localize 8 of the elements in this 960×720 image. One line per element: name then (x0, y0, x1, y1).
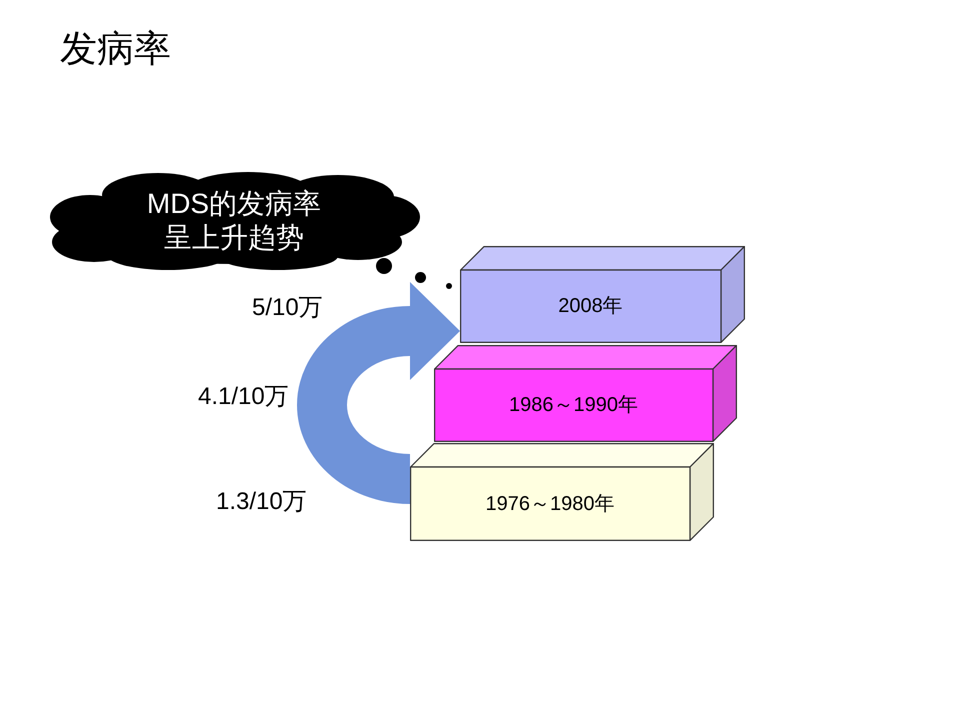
rate-label: 5/10万 (252, 293, 323, 323)
block-label: 1986～1990年 (509, 393, 638, 418)
slide-title: 发病率 (60, 27, 171, 71)
rate-label: 1.3/10万 (216, 487, 307, 517)
rate-label: 4.1/10万 (198, 382, 289, 412)
block-label: 1976～1980年 (486, 492, 614, 516)
block-label: 2008年 (558, 294, 623, 319)
cloud-text: MDS的发病率呈上升趋势 (146, 186, 322, 255)
